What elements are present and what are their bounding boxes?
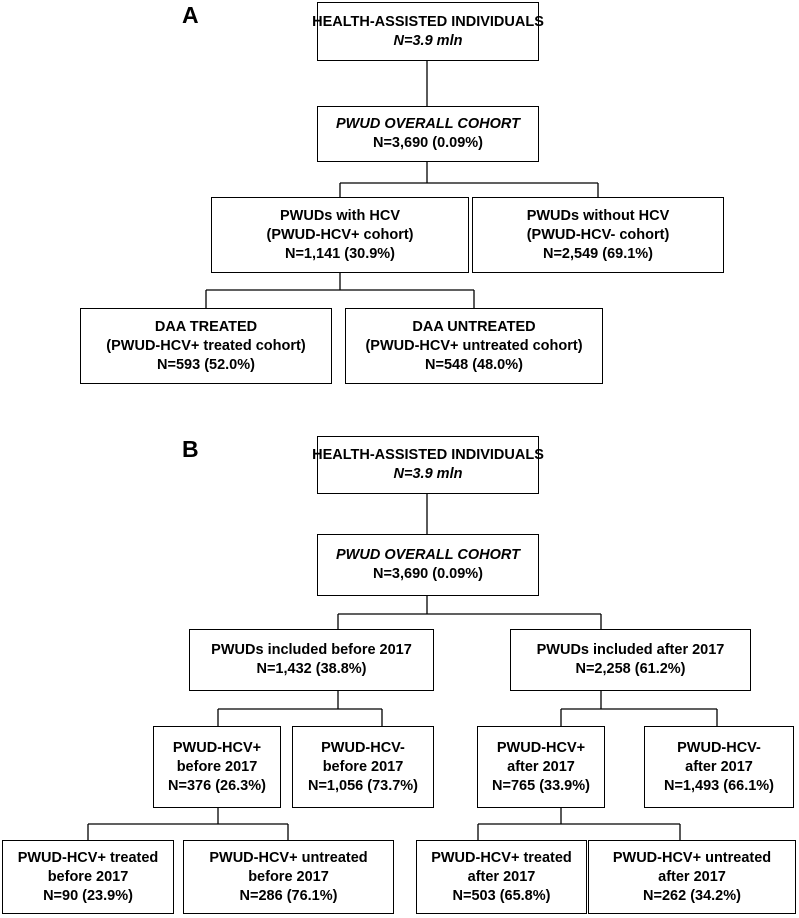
b-hcvpos-before-subtitle: before 2017 (176, 758, 258, 775)
a-with-hcv-subtitle: (PWUD-HCV+ cohort) (266, 226, 414, 243)
a-pwud-with-hcv-box: PWUDs with HCV (PWUD-HCV+ cohort) N=1,14… (211, 197, 469, 273)
a-untreated-subtitle: (PWUD-HCV+ untreated cohort) (365, 337, 583, 354)
b-hcvneg-after-2017-box: PWUD-HCV- after 2017 N=1,493 (66.1%) (644, 726, 794, 808)
b-treated-after-subtitle: after 2017 (467, 868, 536, 885)
b-hcvneg-before-subtitle: before 2017 (322, 758, 404, 775)
b-treated-before-count: N=90 (23.9%) (43, 887, 133, 904)
b-hcvpos-after-2017-box: PWUD-HCV+ after 2017 N=765 (33.9%) (477, 726, 605, 808)
a-health-assisted-box: HEALTH-ASSISTED INDIVIDUALS N=3.9 mln (312, 2, 544, 61)
a-daa-untreated-box: DAA UNTREATED (PWUD-HCV+ untreated cohor… (345, 308, 603, 384)
b-hcvneg-before-title: PWUD-HCV- (321, 739, 405, 756)
a-without-hcv-title: PWUDs without HCV (526, 207, 670, 224)
b-hcvneg-before-count: N=1,056 (73.7%) (307, 777, 419, 794)
a-health-count: N=3.9 mln (393, 32, 463, 49)
b-overall-cohort-box: PWUD OVERALL COHORT N=3,690 (0.09%) (317, 534, 539, 596)
b-untreated-before-title: PWUD-HCV+ untreated (209, 849, 368, 866)
b-treated-before-subtitle: before 2017 (47, 868, 129, 885)
a-overall-title: PWUD OVERALL COHORT (336, 116, 520, 132)
b-untreated-before-subtitle: before 2017 (248, 868, 329, 885)
b-hcvpos-after-title: PWUD-HCV+ (496, 739, 586, 756)
b-after-title: PWUDs included after 2017 (536, 642, 725, 658)
b-hcvneg-before-2017-box: PWUD-HCV- before 2017 N=1,056 (73.7%) (292, 726, 434, 808)
a-health-title: HEALTH-ASSISTED INDIVIDUALS (312, 13, 544, 30)
b-treated-after-count: N=503 (65.8%) (452, 887, 551, 904)
b-hcvneg-after-count: N=1,493 (66.1%) (663, 777, 775, 794)
a-pwud-without-hcv-box: PWUDs without HCV (PWUD-HCV- cohort) N=2… (472, 197, 724, 273)
b-included-before-2017-box: PWUDs included before 2017 N=1,432 (38.8… (189, 629, 434, 691)
b-hcvpos-after-count: N=765 (33.9%) (492, 777, 590, 794)
b-health-title: HEALTH-ASSISTED INDIVIDUALS (312, 447, 544, 463)
b-hcvneg-after-title: PWUD-HCV- (677, 739, 761, 756)
b-included-after-2017-box: PWUDs included after 2017 N=2,258 (61.2%… (510, 629, 751, 691)
a-overall-count: N=3,690 (0.09%) (372, 135, 484, 151)
a-treated-title: DAA TREATED (154, 318, 258, 335)
b-overall-count: N=3,690 (0.09%) (372, 566, 484, 582)
panel-label-b: B (182, 436, 199, 462)
b-hcvneg-after-subtitle: after 2017 (685, 758, 753, 775)
b-hcvpos-after-subtitle: after 2017 (507, 758, 575, 775)
b-hcvpos-before-title: PWUD-HCV+ (172, 739, 262, 756)
b-treated-after-2017-box: PWUD-HCV+ treated after 2017 N=503 (65.8… (416, 840, 587, 914)
b-untreated-after-subtitle: after 2017 (658, 868, 726, 885)
b-hcvpos-before-2017-box: PWUD-HCV+ before 2017 N=376 (26.3%) (153, 726, 281, 808)
a-treated-subtitle: (PWUD-HCV+ treated cohort) (106, 337, 306, 354)
b-health-assisted-box: HEALTH-ASSISTED INDIVIDUALS N=3.9 mln (312, 436, 544, 494)
a-with-hcv-title: PWUDs with HCV (279, 207, 401, 224)
a-with-hcv-count: N=1,141 (30.9%) (284, 245, 396, 262)
b-hcvpos-before-count: N=376 (26.3%) (168, 777, 266, 794)
b-untreated-before-count: N=286 (76.1%) (239, 887, 338, 904)
a-daa-treated-box: DAA TREATED (PWUD-HCV+ treated cohort) N… (80, 308, 332, 384)
b-after-count: N=2,258 (61.2%) (575, 661, 686, 677)
a-without-hcv-subtitle: (PWUD-HCV- cohort) (526, 226, 670, 243)
b-treated-before-2017-box: PWUD-HCV+ treated before 2017 N=90 (23.9… (2, 840, 174, 914)
a-without-hcv-count: N=2,549 (69.1%) (542, 245, 654, 262)
b-treated-after-title: PWUD-HCV+ treated (431, 849, 572, 866)
a-treated-count: N=593 (52.0%) (157, 356, 255, 373)
b-untreated-after-title: PWUD-HCV+ untreated (612, 849, 772, 866)
a-untreated-count: N=548 (48.0%) (425, 356, 523, 373)
b-untreated-before-2017-box: PWUD-HCV+ untreated before 2017 N=286 (7… (183, 840, 394, 914)
b-overall-title: PWUD OVERALL COHORT (336, 547, 520, 563)
b-before-title: PWUDs included before 2017 (211, 642, 412, 658)
b-untreated-after-2017-box: PWUD-HCV+ untreated after 2017 N=262 (34… (588, 840, 796, 914)
a-overall-cohort-box: PWUD OVERALL COHORT N=3,690 (0.09%) (317, 106, 539, 162)
b-before-count: N=1,432 (38.8%) (256, 661, 367, 677)
b-treated-before-title: PWUD-HCV+ treated (17, 849, 159, 866)
b-health-count: N=3.9 mln (393, 466, 463, 482)
panel-label-a: A (182, 2, 199, 28)
b-untreated-after-count: N=262 (34.2%) (643, 887, 741, 904)
a-untreated-title: DAA UNTREATED (412, 318, 536, 335)
